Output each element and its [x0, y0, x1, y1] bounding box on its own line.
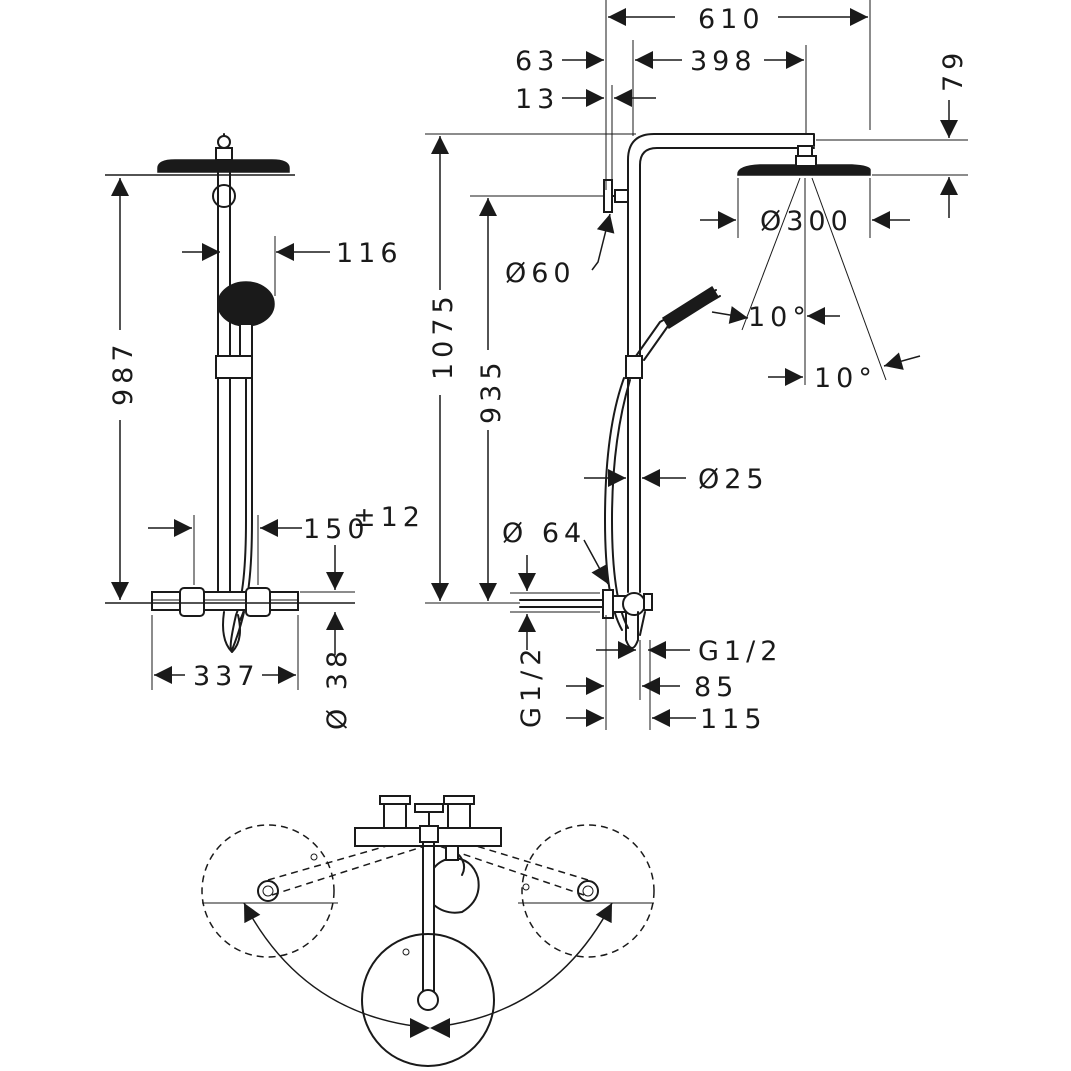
- side-total-height-label: 1075: [428, 291, 459, 380]
- side-total-width-label: 610: [698, 4, 765, 35]
- rotation-circle-right: [521, 824, 655, 958]
- front-tolerance-label: ±12: [353, 502, 425, 533]
- front-width-label: 337: [193, 661, 260, 692]
- side-tilt-b-label: 10°: [814, 363, 877, 394]
- front-spacing-label: 150: [303, 514, 370, 545]
- side-riser-and-arm: [627, 133, 871, 593]
- side-mixer: [519, 589, 653, 649]
- rotation-arc-right: [441, 902, 613, 1027]
- top-mixer: [354, 795, 502, 876]
- side-wall-offset-label: 63: [515, 46, 559, 77]
- side-tilt-a-label: 10°: [748, 302, 811, 333]
- front-riser-pipe: [212, 171, 236, 596]
- front-height-label: 987: [108, 339, 139, 406]
- top-view: [201, 795, 655, 1067]
- front-diameter-label: Ø 38: [322, 646, 353, 730]
- side-inlet-right-label: G1/2: [698, 636, 782, 667]
- top-head-circle: [361, 933, 495, 1067]
- rotation-circle-left: [201, 824, 335, 958]
- side-hand-shower: [604, 285, 721, 631]
- side-dim-lines: [425, 0, 968, 730]
- front-thermostat: [151, 587, 299, 617]
- side-head-drop-label: 79: [938, 48, 969, 92]
- top-hand-shower: [433, 857, 480, 914]
- side-view: 610 63 398 13 79 Ø300 Ø60 1075 935 10° 1…: [425, 0, 969, 735]
- front-hand-shower: [215, 281, 275, 653]
- side-wall-gap-label: 13: [515, 84, 559, 115]
- side-wall-bracket: [603, 179, 629, 213]
- rotation-arc-left: [243, 902, 415, 1027]
- side-bracket-diameter-label: Ø60: [505, 258, 576, 289]
- side-rose-diameter-label: Ø 64: [502, 518, 586, 549]
- side-pipe-diameter-label: Ø25: [698, 464, 769, 495]
- side-bracket-height-label: 935: [476, 357, 507, 424]
- side-depth-b-label: 115: [700, 704, 767, 735]
- front-overhead-shower: [157, 133, 290, 173]
- side-depth-a-label: 85: [694, 672, 738, 703]
- front-handshower-label: 116: [336, 238, 403, 269]
- side-arm-length-label: 398: [690, 46, 757, 77]
- side-inlet-left-label: G1/2: [516, 644, 547, 728]
- side-head-diameter-label: Ø300: [760, 206, 853, 237]
- front-dim-lines: [105, 174, 355, 690]
- front-view: 987 116 150 ±12 337 Ø 38: [105, 133, 425, 730]
